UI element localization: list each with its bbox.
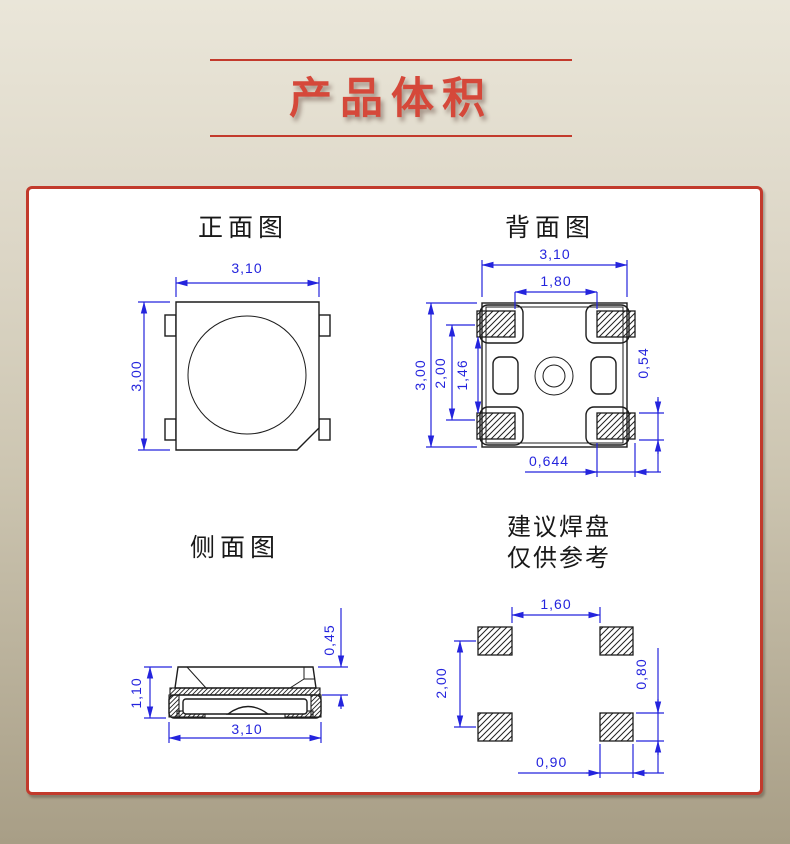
dim-back-height: 3,00 bbox=[412, 359, 428, 390]
side-view-title: 侧面图 bbox=[189, 535, 280, 562]
pads-view-title: 建议焊盘 仅供参考 bbox=[459, 513, 659, 575]
solder-pad-top-right bbox=[599, 626, 634, 656]
dim-front-width: 3,10 bbox=[231, 260, 262, 276]
pads-title-line2: 仅供参考 bbox=[507, 546, 611, 572]
pads-body bbox=[477, 626, 634, 742]
back-view-drawing: 3,10 1,80 3,00 2,00 1,46 0,54 0,644 bbox=[412, 246, 664, 477]
dim-back-slot-height: 1,46 bbox=[454, 359, 470, 390]
front-view-drawing: 3,10 3,00 bbox=[128, 260, 331, 451]
page-title: 产品体积 bbox=[289, 75, 493, 123]
dim-side-width: 3,10 bbox=[231, 721, 262, 737]
dim-back-width: 3,10 bbox=[539, 246, 570, 262]
dim-back-inner-width: 1,80 bbox=[540, 273, 571, 289]
side-view-body bbox=[168, 666, 322, 719]
solder-pads-drawing: 1,60 2,00 0,80 0,90 bbox=[433, 596, 664, 778]
header-rule-top bbox=[210, 59, 572, 61]
dim-back-pad-width: 0,644 bbox=[529, 453, 569, 469]
back-view-body bbox=[476, 302, 636, 448]
dim-back-inner-height: 2,00 bbox=[432, 357, 448, 388]
dim-pads-pad-width: 0,90 bbox=[536, 754, 567, 770]
solder-pad-top-left bbox=[477, 626, 513, 656]
dim-pads-pad-height: 0,80 bbox=[633, 658, 649, 689]
dim-pads-pitch: 2,00 bbox=[433, 667, 449, 698]
solder-pad-bottom-left bbox=[477, 712, 513, 742]
solder-pad-bottom-right bbox=[599, 712, 634, 742]
dim-back-pad-height: 0,54 bbox=[635, 347, 651, 378]
drawings-panel: 正面图 3,10 3,00 背面图 bbox=[26, 186, 763, 795]
dim-side-height: 1,10 bbox=[128, 677, 144, 708]
front-view-dimensions: 3,10 3,00 bbox=[128, 260, 320, 451]
back-view-dimensions: 3,10 1,80 3,00 2,00 1,46 0,54 0,644 bbox=[412, 246, 664, 477]
header-rule-bottom bbox=[210, 135, 572, 137]
back-pad-top-right bbox=[596, 310, 636, 338]
front-view-title: 正面图 bbox=[197, 215, 288, 242]
pads-title-line1: 建议焊盘 bbox=[507, 515, 611, 541]
dim-pads-inner-gap: 1,60 bbox=[540, 596, 571, 612]
back-pad-bottom-left bbox=[476, 412, 516, 440]
front-view-body bbox=[164, 301, 331, 451]
pads-dimensions: 1,60 2,00 0,80 0,90 bbox=[433, 596, 664, 778]
side-view-dimensions: 0,45 1,10 3,10 bbox=[128, 608, 348, 743]
side-view-drawing: 0,45 1,10 3,10 bbox=[128, 608, 348, 743]
back-pad-top-left bbox=[476, 310, 516, 338]
back-pad-bottom-right bbox=[596, 412, 636, 440]
dim-front-height: 3,00 bbox=[128, 360, 144, 391]
back-view-title: 背面图 bbox=[504, 215, 595, 242]
dim-side-lens-height: 0,45 bbox=[321, 624, 337, 655]
